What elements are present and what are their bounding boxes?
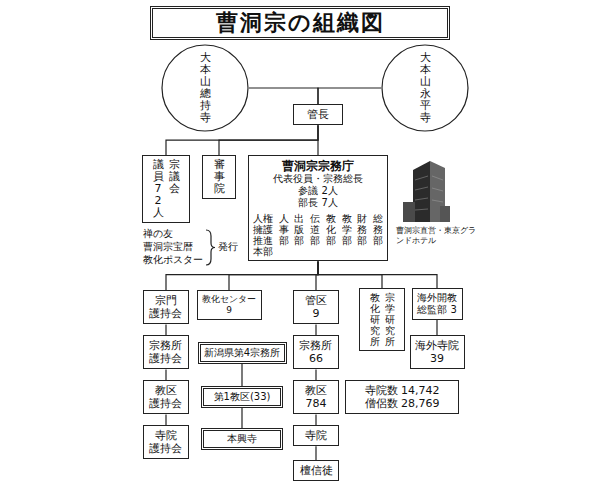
node-text: 管長 [298, 108, 338, 121]
org-box: 宗議会議員72人 [142, 155, 190, 223]
column-group: 審事院 [207, 159, 231, 195]
column-group: 宗議会議員72人 [147, 159, 185, 219]
connector [166, 261, 318, 290]
node-text: 宗務所 66 [299, 339, 333, 365]
connector [165, 369, 166, 380]
connector [318, 261, 437, 288]
org-box: 管区 9 [293, 290, 339, 324]
connector [165, 414, 166, 425]
org-box: 曹洞宗宗務庁代表役員・宗務総長参議 2人部長 7人総務部財務部教学部教化部伝道部… [248, 155, 388, 261]
column-group: 大本山總持寺 [200, 52, 211, 125]
org-box: 宗門 護持会 [143, 290, 189, 324]
vertical-text: 財務部 [357, 213, 367, 246]
org-box: 管長 [293, 104, 343, 125]
vertical-text: 宗議会 [169, 159, 180, 195]
connector [315, 324, 316, 335]
connector [165, 324, 166, 335]
org-box: 新潟県第4宗務所 [198, 342, 287, 364]
node-text: 教化センター 9 [202, 294, 257, 316]
org-box: 審事院 [202, 155, 236, 199]
org-box: 宗務所 66 [293, 335, 339, 369]
connector [318, 88, 381, 104]
node-text: 宗務所 護持会 [149, 339, 183, 365]
vertical-text: 大本山永平寺 [420, 52, 431, 125]
node-text: 代表役員・宗務総長 [253, 173, 383, 185]
node-text: 本興寺 [207, 433, 277, 445]
node-text: 曹洞宗宗務庁 [253, 159, 383, 173]
node-text: 第1教区(33) [207, 391, 277, 403]
connector [241, 408, 242, 428]
connector [241, 364, 242, 386]
node-text: 海外開教 総監部 3 [417, 292, 458, 316]
node-text: 教区 護持会 [149, 384, 183, 410]
org-box: 寺院数 14,742僧侶数 28,769 [345, 380, 459, 414]
vertical-text: 教化研究所 [370, 292, 380, 347]
vertical-text: 大本山總持寺 [200, 52, 211, 125]
vertical-text: 議員72人 [153, 159, 164, 219]
org-box: 檀信徒 [293, 460, 339, 481]
org-box: 教化センター 9 [197, 290, 262, 320]
node-text: 海外寺院 39 [415, 339, 460, 365]
org-box: 教区 784 [293, 380, 339, 414]
column-group: 大本山永平寺 [420, 52, 431, 125]
connector [229, 261, 318, 290]
note-label: 禅の友 [143, 228, 173, 240]
org-box: 教区 護持会 [143, 380, 189, 414]
node-text: 部長 7人 [253, 197, 383, 209]
org-box: 海外寺院 39 [410, 335, 465, 369]
vertical-text: 人事部 [279, 213, 289, 246]
connector [317, 125, 318, 155]
node-text: 宗門 護持会 [149, 294, 183, 320]
connector [166, 125, 318, 155]
connector [315, 369, 316, 380]
note-label: 教化ポスター [143, 254, 203, 266]
building-illustration [403, 161, 450, 222]
org-box: 海外開教 総監部 3 [412, 288, 463, 320]
vertical-text: 総務部 [373, 213, 383, 246]
diagram-title: 曹洞宗の組織図 [150, 6, 450, 40]
vertical-text: 伝道部 [310, 213, 320, 246]
connector [315, 414, 316, 425]
vertical-text: 審事院 [214, 159, 225, 195]
node-text: 僧侶数 28,769 [350, 397, 454, 410]
temple-circle: 大本山永平寺 [381, 44, 469, 132]
temple-circle: 大本山總持寺 [161, 44, 249, 132]
vertical-text: 出版部 [294, 213, 304, 246]
node-text: 教区 784 [299, 384, 333, 410]
vertical-text: 宗学研究所 [385, 292, 395, 347]
note-label: 曹洞宗宝暦 [143, 241, 193, 253]
node-text: 新潟県第4宗務所 [204, 347, 281, 359]
vertical-text: 人権擁護推進本部 [253, 213, 273, 257]
node-text: 参議 2人 [253, 185, 383, 197]
connector [219, 125, 318, 155]
circle-outline [382, 45, 468, 131]
org-box: 寺院 [293, 425, 339, 446]
vertical-text: 教学部 [342, 213, 352, 246]
connector [249, 88, 318, 104]
org-box: 本興寺 [201, 428, 283, 450]
bracket [206, 230, 215, 265]
org-box: 宗務所 護持会 [143, 335, 189, 369]
org-box: 宗学研究所教化研究所 [359, 288, 405, 351]
connector [315, 446, 316, 460]
node-text: 管区 9 [302, 294, 331, 320]
column-group: 宗学研究所教化研究所 [364, 292, 400, 347]
connector [436, 320, 437, 335]
circle-outline [162, 45, 248, 131]
node-text: 檀信徒 [298, 464, 334, 477]
note-label: 発行 [218, 241, 238, 253]
org-box: 寺院 護持会 [143, 425, 189, 459]
vertical-text: 教化部 [326, 213, 336, 246]
node-text: 寺院 護持会 [149, 429, 183, 455]
column-group: 総務部財務部教学部教化部伝道部出版部人事部人権擁護推進本部 [253, 213, 383, 257]
org-box: 第1教区(33) [201, 386, 283, 408]
node-text: 寺院 [298, 429, 334, 442]
note-label: 曹洞宗直営・東京グランドホテル [396, 226, 476, 245]
node-text: 寺院数 14,742 [350, 384, 454, 397]
